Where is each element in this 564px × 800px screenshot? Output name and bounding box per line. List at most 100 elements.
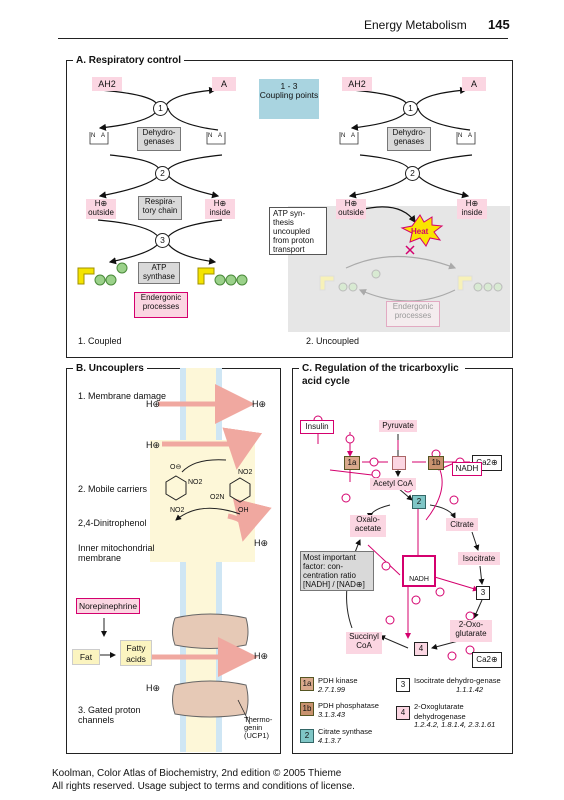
phenolate-o: O⊖ xyxy=(170,464,182,471)
legend-key-1a: 1a xyxy=(300,677,314,691)
h-ion: H⊕ xyxy=(146,440,161,450)
nadh-ratio-label: NADH xyxy=(409,576,429,583)
dehydrogenases-box: Dehydro-genases xyxy=(387,127,431,151)
legend-4-ec: 1.2.4.2, 1.8.1.4, 2.3.1.61 xyxy=(414,720,496,729)
norepinephrine-box: Norepinephrine xyxy=(76,598,140,614)
n-label: N xyxy=(458,133,463,139)
n-label: N xyxy=(91,133,96,139)
uncoupled-note: ATP syn-thesis uncoupled from proton tra… xyxy=(269,207,327,255)
a-label: A xyxy=(351,133,356,139)
dehydrogenases-box: Dehydro-genases xyxy=(137,127,181,151)
legend-key-4: 4 xyxy=(396,706,410,720)
header-rule xyxy=(58,38,508,39)
heat-label: Heat xyxy=(411,227,429,236)
no2-group: NO2 xyxy=(170,507,185,514)
enzyme-3: 3 xyxy=(476,586,490,600)
legend-2-name: Citrate synthase xyxy=(318,727,373,736)
legend-1b-ec: 3.1.3.43 xyxy=(318,710,346,719)
a-label: A xyxy=(101,133,106,139)
coupling-point-3: 3 xyxy=(155,233,170,248)
footer-line-2: All rights reserved. Usage subject to te… xyxy=(52,781,355,792)
page-number: 145 xyxy=(488,17,510,32)
footer-line-1: Koolman, Color Atlas of Biochemistry, 2n… xyxy=(52,768,342,779)
panel-c: C. Regulation of the tricarboxylic acid … xyxy=(292,362,513,754)
nadh-box: NADH xyxy=(452,462,482,476)
atp-synthase-box: ATP synthase xyxy=(138,262,180,284)
pdh-complex xyxy=(392,456,406,470)
mobile-carriers-label: 2. Mobile carriers xyxy=(78,484,148,494)
coupling-point-2: 2 xyxy=(155,166,170,181)
legend-1a-ec: 2.7.1.99 xyxy=(318,685,346,694)
legend-3-name: Isocitrate dehydro-genase xyxy=(414,676,501,685)
insulin-box: Insulin xyxy=(300,420,334,434)
legend-4-name: 2-Oxoglutarate dehydrogenase xyxy=(414,702,466,721)
isocitrate-box: Isocitrate xyxy=(458,552,500,565)
h-inside: H⊕ inside xyxy=(205,199,235,219)
panel-b-title: B. Uncouplers xyxy=(73,362,147,375)
oh-group: OH xyxy=(238,507,249,514)
ah2-label: AH2 xyxy=(342,77,372,91)
oxoglutarate-box: 2-Oxo-glutarate xyxy=(450,620,492,642)
enzyme-2: 2 xyxy=(412,495,426,509)
panel-b: B. Uncouplers xyxy=(66,362,281,754)
legend-3-ec: 1.1.1.42 xyxy=(456,685,484,694)
no2-group: NO2 xyxy=(238,469,253,476)
h-outside: H⊕ outside xyxy=(336,199,366,219)
calcium-box: Ca2⊕ xyxy=(472,652,502,668)
oxaloacetate-box: Oxalo-acetate xyxy=(350,515,386,537)
h-ion: H⊕ xyxy=(146,683,161,693)
membrane-damage-label: 1. Membrane damage xyxy=(78,391,167,401)
legend-1a-name: PDH kinase xyxy=(318,676,358,685)
a-product: A xyxy=(462,77,486,91)
legend-key-2: 2 xyxy=(300,729,314,743)
h-ion: H⊕ xyxy=(252,399,267,409)
a-label: A xyxy=(218,133,223,139)
panel-a-title: A. Respiratory control xyxy=(73,54,185,67)
legend-2-ec: 4.1.3.7 xyxy=(318,736,341,745)
h-ion: H⊕ xyxy=(146,399,161,409)
endergonic-box-faded: Endergonic processes xyxy=(386,301,440,327)
acetyl-coa-box: Acetyl CoA xyxy=(370,478,416,490)
respiratory-chain-box: Respira-tory chain xyxy=(138,196,182,220)
h-ion: H⊕ xyxy=(254,538,269,548)
nadh-ratio-box: NADH xyxy=(402,555,436,587)
enzyme-1a: 1a xyxy=(344,456,360,470)
ah2-label: AH2 xyxy=(92,77,122,91)
inner-membrane-label: Inner mitochondrial membrane xyxy=(78,543,155,563)
h-ion: H⊕ xyxy=(254,651,269,661)
coupling-label: Coupling points xyxy=(259,90,319,100)
enzyme-1b: 1b xyxy=(428,456,444,470)
fat-box: Fat xyxy=(72,649,100,665)
n-label: N xyxy=(341,133,346,139)
coupling-range: 1 - 3 xyxy=(280,81,298,91)
legend-key-1b: 1b xyxy=(300,702,314,716)
legend-key-3: 3 xyxy=(396,678,410,692)
a-product: A xyxy=(212,77,236,91)
no2-group: NO2 xyxy=(188,479,203,486)
succinyl-coa-box: Succinyl CoA xyxy=(346,632,382,654)
pyruvate-box: Pyruvate xyxy=(379,420,417,432)
coupling-point-2: 2 xyxy=(405,166,420,181)
o2n-group: O2N xyxy=(210,494,225,501)
endergonic-box: Endergonic processes xyxy=(134,292,188,318)
panel-a: A. Respiratory control xyxy=(66,54,513,358)
coupling-points-box: 1 - 3 Coupling points xyxy=(259,79,319,119)
h-outside: H⊕ outside xyxy=(86,199,116,219)
fatty-acids-box: Fatty acids xyxy=(120,640,152,666)
h-inside: H⊕ inside xyxy=(457,199,487,219)
coupled-caption: 1. Coupled xyxy=(78,336,122,346)
uncoupled-caption: 2. Uncoupled xyxy=(306,336,360,346)
important-factor-note: Most important factor: con-centration ra… xyxy=(300,551,374,591)
citrate-box: Citrate xyxy=(446,518,478,531)
dnp-label: 2,4-Dinitrophenol xyxy=(78,518,147,528)
n-label: N xyxy=(208,133,213,139)
a-label: A xyxy=(468,133,473,139)
thermogenin-label: Thermo-genin (UCP1) xyxy=(244,715,273,740)
panel-c-title: C. Regulation of the tricarboxylic acid … xyxy=(299,362,465,388)
enzyme-4: 4 xyxy=(414,642,428,656)
gated-channels-label: 3. Gated proton channels xyxy=(78,705,141,725)
legend-1b-name: PDH phosphatase xyxy=(318,701,379,710)
section-title: Energy Metabolism xyxy=(364,18,467,32)
coupling-point-1: 1 xyxy=(403,101,418,116)
